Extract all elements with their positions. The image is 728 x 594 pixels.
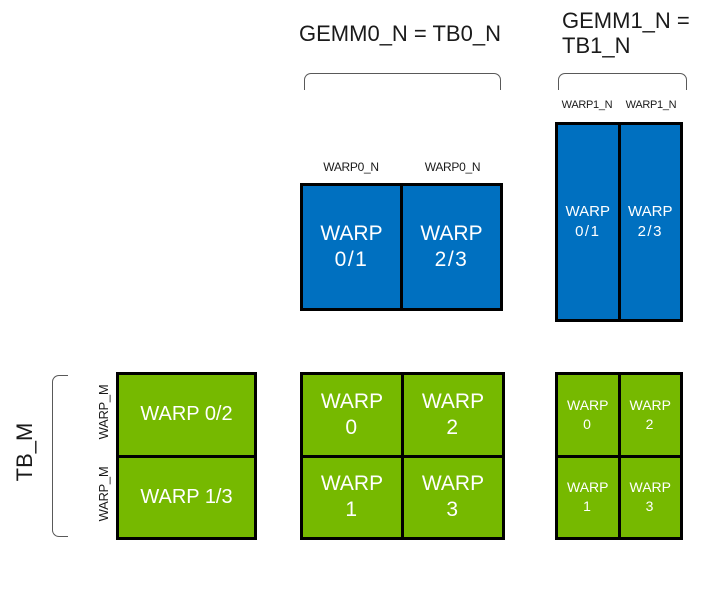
gemm0-n-warp-block: WARP 0/1 WARP 2/3 (300, 183, 503, 311)
warp-cell: WARP 2/3 (403, 186, 500, 308)
warp-cell: WARP 2 (404, 375, 502, 455)
warp-cell-sublabel: 1 (583, 498, 593, 515)
gemm1-n-bracket (558, 73, 687, 90)
warp-cell-label: WARP (421, 472, 485, 496)
warp1-n-label-left: WARP1_N (561, 99, 613, 111)
warp1-n-label-right: WARP1_N (625, 99, 677, 111)
warp-cell: WARP 0/2 (119, 375, 254, 455)
warp-cell-sublabel: 3 (446, 498, 460, 522)
warp-cell: WARP 3 (620, 457, 680, 537)
gemm0-n-header: GEMM0_N = TB0_N (299, 21, 501, 46)
warp-cell-label: WARP 0/2 (140, 403, 233, 426)
gemm1-output-warp-grid: WARP 0 WARP 2 WARP 1 WARP 3 (555, 372, 683, 540)
warp0-n-label-left: WARP0_N (323, 160, 379, 174)
warp-m-label-top: WARP_M (96, 384, 111, 440)
warp-cell-sublabel: 1 (345, 498, 359, 522)
warp-cell-label: WARP (320, 389, 384, 413)
gemm0-n-bracket (304, 73, 501, 90)
warp-cell: WARP 2 (620, 375, 680, 455)
warp-cell-sublabel: 2 (446, 415, 460, 439)
warp-cell: WARP 1/3 (119, 457, 254, 537)
warp-cell-sublabel: 0 (345, 415, 359, 439)
gemm1-n-header: GEMM1_N = TB1_N (562, 8, 722, 58)
warp-cell-label: WARP (629, 396, 671, 413)
warp-cell-label: WARP 1/3 (140, 485, 233, 508)
warp-cell-label: WARP (629, 479, 671, 496)
warp-cell-label: WARP (320, 222, 383, 245)
warp-m-label-bottom: WARP_M (96, 466, 111, 522)
warp-cell: WARP 0 (558, 375, 618, 455)
warp-cell-sublabel: 3 (645, 498, 655, 515)
gemm1-n-warp-block: WARP 0/1 WARP 2/3 (555, 122, 683, 322)
warp-cell-sublabel: 2/3 (637, 223, 663, 240)
gemm0-output-warp-grid: WARP 0 WARP 2 WARP 1 WARP 3 (300, 372, 505, 540)
gemm1-n-header-line2: TB1_N (562, 33, 631, 58)
warp-cell: WARP 0/1 (558, 125, 618, 319)
warp-cell-sublabel: 2 (645, 415, 655, 432)
warp-cell-sublabel: 0/1 (575, 223, 601, 240)
warp-cell-label: WARP (320, 472, 384, 496)
tb-m-label: TB_M (12, 422, 37, 482)
warp-cell: WARP 1 (303, 457, 401, 537)
warp-cell: WARP 3 (404, 457, 502, 537)
warp-cell: WARP 1 (558, 457, 618, 537)
tb-m-warp-block: WARP 0/2 WARP 1/3 (116, 372, 257, 540)
warp-cell: WARP 0/1 (303, 186, 400, 308)
tb-m-bracket (52, 375, 68, 537)
warp0-n-label-right: WARP0_N (424, 160, 481, 174)
gemm1-n-header-line1: GEMM1_N = (562, 8, 690, 33)
warp-cell: WARP 2/3 (620, 125, 680, 319)
warp-cell-sublabel: 2/3 (434, 248, 469, 271)
warp-cell-label: WARP (420, 222, 483, 245)
warp-cell-label: WARP (421, 389, 485, 413)
warp-cell-sublabel: 0/1 (334, 248, 369, 271)
warp-cell: WARP 0 (303, 375, 401, 455)
warp-cell-label: WARP (628, 203, 673, 220)
warp-cell-label: WARP (567, 479, 609, 496)
warp-cell-label: WARP (565, 203, 610, 220)
warp-cell-label: WARP (567, 396, 609, 413)
warp-cell-sublabel: 0 (583, 415, 593, 432)
